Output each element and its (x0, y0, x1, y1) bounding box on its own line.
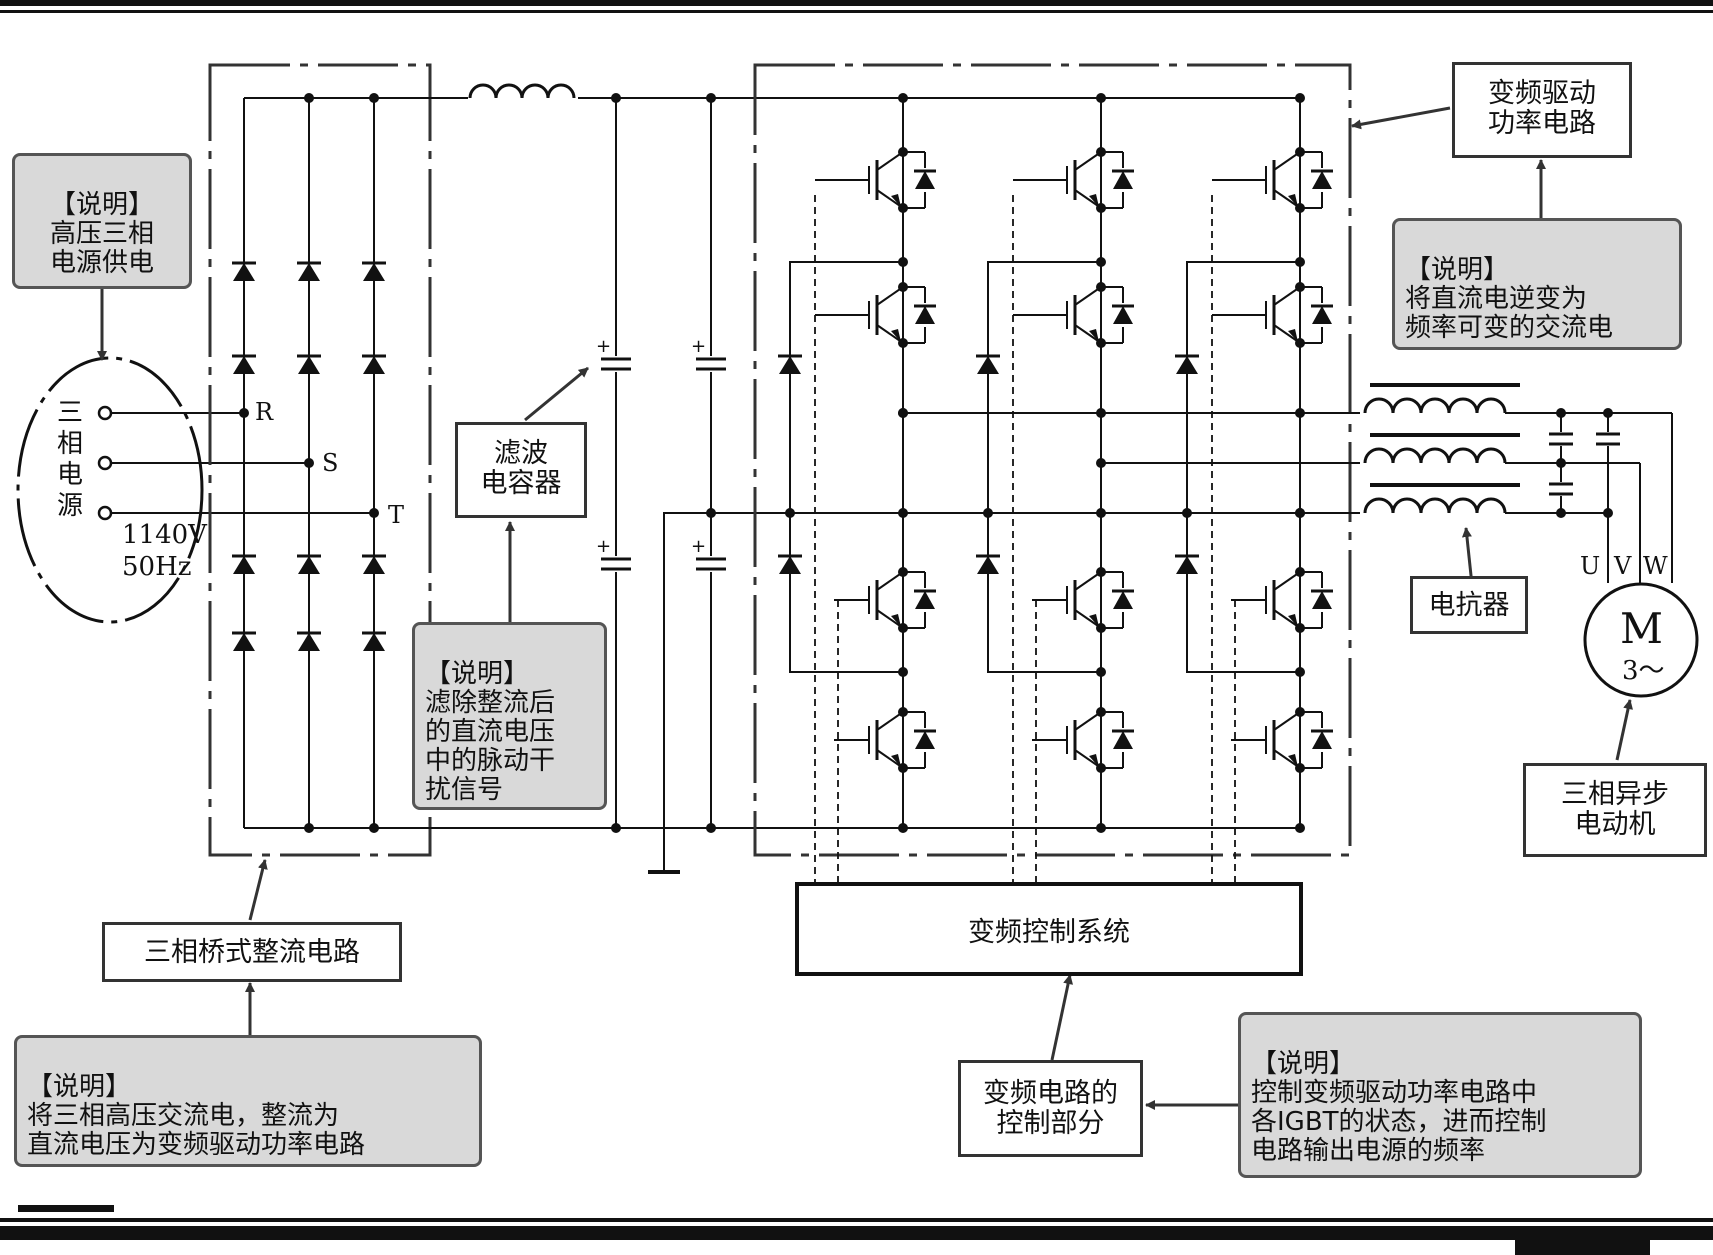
inverter-frame (753, 63, 1352, 857)
igbt-icon (1212, 145, 1333, 215)
igbt-icon (1032, 705, 1134, 775)
terminal-r-icon (97, 405, 113, 421)
note-title: 【说明】 (425, 659, 530, 689)
note-body: 将直流电逆变为 频率可变的交流电 (1405, 284, 1614, 343)
igbt-icon (1231, 705, 1333, 775)
control-part-box: 变频电路的 控制部分 (958, 1060, 1143, 1157)
bottom-bar (0, 1218, 1713, 1222)
note-filter: 【说明】滤除整流后 的直流电压 中的脉动干 扰信号 (412, 622, 607, 810)
output-capacitors (1547, 432, 1622, 496)
igbt-icon (1212, 280, 1333, 350)
note-body: 滤除整流后 的直流电压 中的脉动干 扰信号 (425, 688, 556, 805)
igbt-icon (815, 145, 936, 215)
note-inverter: 【说明】将直流电逆变为 频率可变的交流电 (1392, 218, 1682, 350)
note-title: 【说明】 (49, 190, 154, 220)
motor-phase: 3～ (1622, 656, 1665, 686)
terminal-t-icon (97, 505, 113, 521)
motor-icon (1583, 582, 1699, 698)
inverter-legs (778, 93, 1333, 833)
note-rectifier: 【说明】将三相高压交流电，整流为 直流电压为变频驱动功率电路 (14, 1035, 482, 1167)
igbt-icon (1231, 565, 1333, 635)
motor-w-label: W (1643, 552, 1668, 580)
rectifier-box: 三相桥式整流电路 (102, 922, 402, 982)
motor-letter: M (1620, 604, 1664, 653)
terminal-s-icon (97, 455, 113, 471)
terminal-s-label: S (322, 449, 339, 477)
note-power-supply: 【说明】高压三相 电源供电 (12, 153, 192, 289)
arrows (97, 106, 1633, 1110)
reactor-box: 电抗器 (1410, 576, 1528, 634)
note-body: 高压三相 电源供电 (49, 219, 154, 278)
dc-inductor (468, 83, 576, 99)
control-signal-lines (814, 195, 1236, 882)
voltage-label: 1140V (122, 520, 207, 550)
svg-text:+: + (691, 336, 706, 357)
svg-text:+: + (596, 336, 611, 357)
frequency-label: 50Hz (122, 552, 192, 582)
svg-text:+: + (596, 536, 611, 557)
rectifier-frame (208, 63, 432, 857)
note-title: 【说明】 (1251, 1049, 1356, 1079)
control-system-label: 变频控制系统 (968, 916, 1130, 948)
note-title: 【说明】 (27, 1072, 132, 1102)
igbt-icon (1032, 565, 1134, 635)
igbt-icon (1013, 145, 1134, 215)
source-label: 三 相 电 源 (56, 398, 83, 521)
igbt-icon (834, 565, 936, 635)
vfd-power-circuit-box: 变频驱动 功率电路 (1452, 62, 1632, 158)
bottom-mark (18, 1205, 114, 1212)
async-motor-box: 三相异步 电动机 (1523, 763, 1707, 857)
filter-capacitors (598, 356, 729, 572)
motor-v-label: V (1614, 552, 1632, 580)
note-body: 控制变频驱动功率电路中 各IGBT的状态，进而控制 电路输出电源的频率 (1251, 1078, 1547, 1166)
terminal-r-label: R (255, 398, 274, 426)
svg-text:+: + (691, 536, 706, 557)
igbt-icon (815, 280, 936, 350)
filter-capacitor-box: 滤波 电容器 (455, 422, 587, 518)
control-system-box: 变频控制系统 (795, 882, 1303, 976)
note-body: 将三相高压交流电，整流为 直流电压为变频驱动功率电路 (27, 1101, 366, 1160)
note-control: 【说明】控制变频驱动功率电路中 各IGBT的状态，进而控制 电路输出电源的频率 (1238, 1012, 1642, 1178)
output-reactor (1363, 383, 1520, 514)
top-bar (0, 0, 1713, 6)
terminal-t-label: T (388, 501, 405, 529)
note-title: 【说明】 (1405, 255, 1510, 285)
igbt-icon (1013, 280, 1134, 350)
source-ellipse (16, 356, 204, 624)
motor-u-label: U (1580, 552, 1601, 580)
igbt-icon (834, 705, 936, 775)
